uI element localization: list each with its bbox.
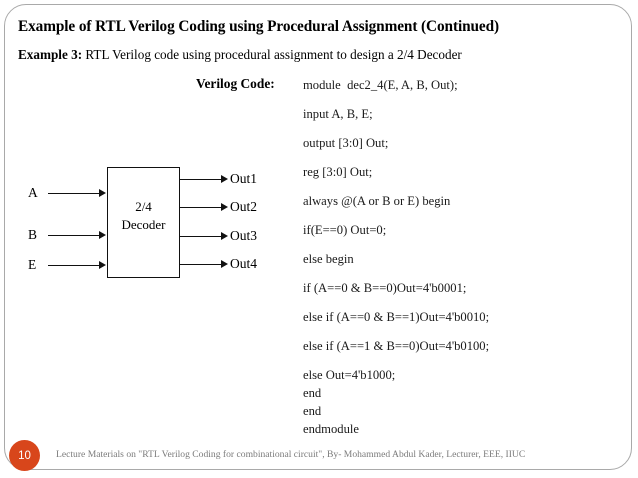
output-arrow-4-icon — [221, 260, 228, 268]
output-wire-2 — [180, 207, 222, 208]
code-line: else if (A==0 & B==1)Out=4'b0010; — [303, 310, 490, 324]
example-subtitle-rest: RTL Verilog code using procedural assign… — [82, 47, 462, 62]
code-line: module dec2_4(E, A, B, Out); — [303, 78, 458, 92]
output-wire-3 — [180, 236, 222, 237]
decoder-block: 2/4 Decoder — [107, 167, 180, 278]
page-number-badge: 10 — [9, 440, 40, 471]
page-title: Example of RTL Verilog Coding using Proc… — [18, 18, 499, 35]
decoder-block-label-line2: Decoder — [121, 217, 166, 232]
input-arrow-a-icon — [99, 189, 106, 197]
code-line: endmodule — [303, 422, 359, 436]
example-subtitle-lead: Example 3: — [18, 47, 83, 62]
verilog-code-block: module dec2_4(E, A, B, Out); input A, B,… — [303, 78, 633, 436]
output-arrow-2-icon — [221, 203, 228, 211]
output-label-out3: Out3 — [230, 228, 257, 243]
input-wire-e — [48, 265, 100, 266]
output-arrow-1-icon — [221, 175, 228, 183]
output-wire-1 — [180, 179, 222, 180]
input-label-e: E — [28, 257, 37, 272]
code-line: reg [3:0] Out; — [303, 165, 373, 179]
decoder-block-label-line1: 2/4 — [135, 199, 152, 214]
input-arrow-e-icon — [99, 261, 106, 269]
example-subtitle: Example 3: RTL Verilog code using proced… — [18, 46, 618, 63]
code-line: end — [303, 404, 322, 418]
code-line: else Out=4'b1000; — [303, 368, 396, 382]
code-line: if(E==0) Out=0; — [303, 223, 387, 237]
decoder-block-diagram: 2/4 Decoder A B E Out1 Out2 Out3 Out4 — [0, 150, 295, 295]
code-line: else begin — [303, 252, 354, 266]
code-line: end — [303, 386, 322, 400]
code-line: else if (A==1 & B==0)Out=4'b0100; — [303, 339, 490, 353]
input-label-b: B — [28, 227, 38, 242]
code-line: input A, B, E; — [303, 107, 373, 121]
code-line: output [3:0] Out; — [303, 136, 389, 150]
output-arrow-3-icon — [221, 232, 228, 240]
code-line: always @(A or B or E) begin — [303, 194, 451, 208]
output-label-out2: Out2 — [230, 199, 257, 214]
input-arrow-b-icon — [99, 231, 106, 239]
output-label-out4: Out4 — [230, 256, 257, 271]
code-line: if (A==0 & B==0)Out=4'b0001; — [303, 281, 467, 295]
input-label-a: A — [28, 185, 38, 200]
input-wire-a — [48, 193, 100, 194]
footer-attribution: Lecture Materials on "RTL Verilog Coding… — [56, 449, 526, 460]
output-label-out1: Out1 — [230, 171, 257, 186]
verilog-code-label: Verilog Code: — [196, 76, 275, 91]
input-wire-b — [48, 235, 100, 236]
output-wire-4 — [180, 264, 222, 265]
